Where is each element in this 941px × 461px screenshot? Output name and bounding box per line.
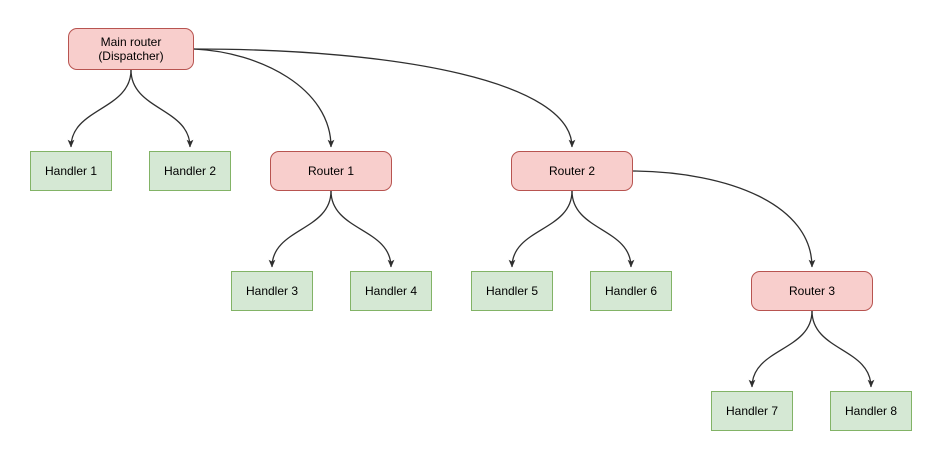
node-label-handler-8: Handler 8 (844, 404, 898, 418)
node-router-1[interactable]: Router 1 (270, 151, 392, 191)
node-label-handler-1: Handler 1 (44, 164, 98, 178)
node-handler-8[interactable]: Handler 8 (830, 391, 912, 431)
node-label-main-router: Main router (Dispatcher) (98, 35, 164, 63)
edge-router-1-to-handler-4 (330, 190, 395, 268)
edge-router-2-to-router-3 (632, 170, 816, 268)
edge-main-to-router-1 (193, 48, 335, 148)
node-label-router-2: Router 2 (548, 164, 596, 178)
node-router-3[interactable]: Router 3 (751, 271, 873, 311)
node-main-router[interactable]: Main router (Dispatcher) (68, 28, 194, 70)
edge-main-to-handler-2 (130, 69, 194, 148)
node-handler-2[interactable]: Handler 2 (149, 151, 231, 191)
node-label-handler-5: Handler 5 (485, 284, 539, 298)
node-handler-3[interactable]: Handler 3 (231, 271, 313, 311)
node-handler-6[interactable]: Handler 6 (590, 271, 672, 311)
edge-router-2-to-handler-6 (571, 190, 635, 268)
node-router-2[interactable]: Router 2 (511, 151, 633, 191)
node-handler-1[interactable]: Handler 1 (30, 151, 112, 191)
node-handler-5[interactable]: Handler 5 (471, 271, 553, 311)
node-label-handler-2: Handler 2 (163, 164, 217, 178)
edge-router-1-to-handler-3 (268, 190, 332, 268)
node-label-router-1: Router 1 (307, 164, 355, 178)
node-label-handler-6: Handler 6 (604, 284, 658, 298)
edge-router-3-to-handler-8 (811, 310, 875, 388)
node-label-handler-4: Handler 4 (364, 284, 418, 298)
node-label-router-3: Router 3 (788, 284, 836, 298)
edge-main-to-handler-1 (67, 69, 132, 148)
node-handler-7[interactable]: Handler 7 (711, 391, 793, 431)
edge-main-to-router-2 (193, 48, 576, 148)
diagram-edges (67, 48, 875, 388)
edge-router-3-to-handler-7 (748, 310, 813, 388)
node-label-handler-7: Handler 7 (725, 404, 779, 418)
node-label-handler-3: Handler 3 (245, 284, 299, 298)
edge-router-2-to-handler-5 (508, 190, 573, 268)
node-handler-4[interactable]: Handler 4 (350, 271, 432, 311)
